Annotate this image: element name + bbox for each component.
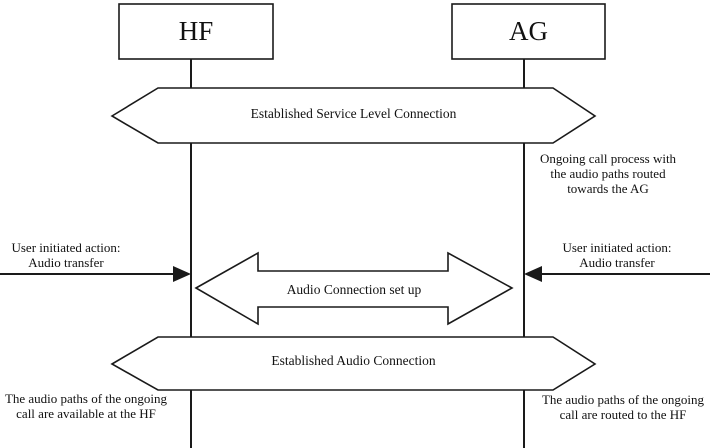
- bottom-left-annotation: The audio paths of the ongoing call are …: [4, 391, 168, 421]
- audio-connection-setup-label: Audio Connection set up: [286, 282, 422, 297]
- hf-actor-label: HF: [178, 16, 214, 46]
- bottom-right-annotation: The audio paths of the ongoing call are …: [541, 392, 705, 422]
- left-arrowhead-icon: [524, 266, 542, 282]
- ag-actor-label: AG: [509, 16, 548, 46]
- hf-actor-box: [118, 3, 274, 60]
- service-level-connection-label: Established Service Level Connection: [250, 106, 457, 121]
- audio-connection-setup-arrow: [194, 251, 514, 326]
- right-user-action-annotation: User initiated action: Audio transfer: [562, 240, 672, 270]
- service-level-connection-banner: [110, 87, 597, 144]
- left-user-action-annotation: User initiated action: Audio transfer: [11, 240, 121, 270]
- established-audio-connection-banner: [110, 336, 597, 391]
- ongoing-call-annotation: Ongoing call process with the audio path…: [539, 151, 677, 196]
- ag-actor-box: [451, 3, 606, 60]
- right-arrowhead-icon: [173, 266, 191, 282]
- established-audio-connection-label: Established Audio Connection: [271, 353, 436, 368]
